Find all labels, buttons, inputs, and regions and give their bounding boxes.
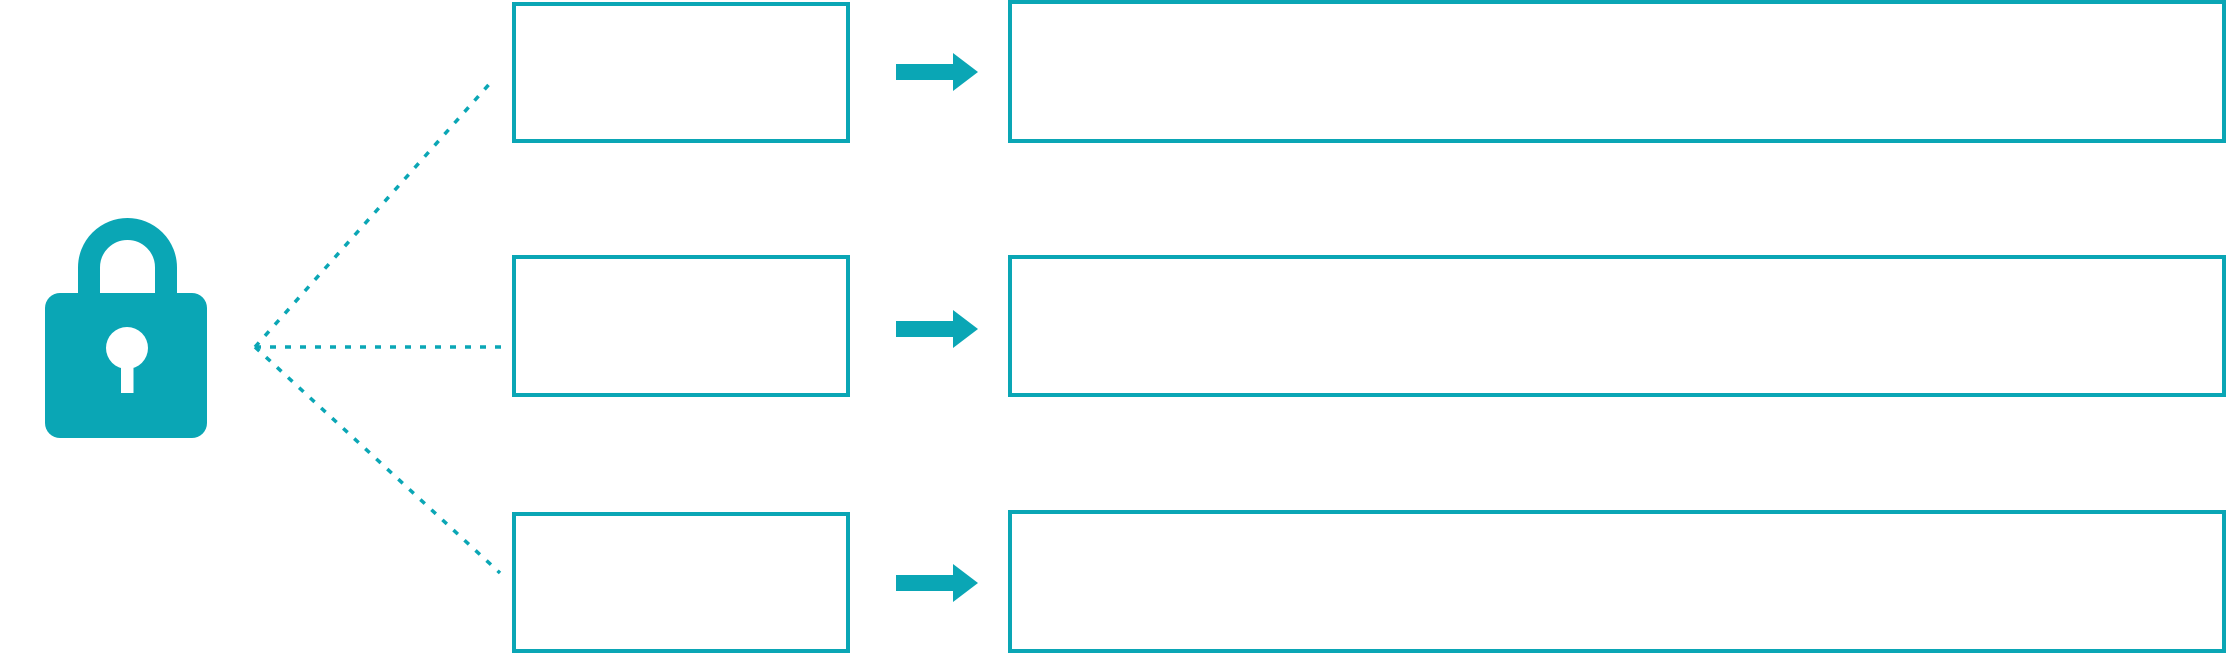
small-box-2: [512, 255, 850, 397]
connector-line-bottom: [253, 345, 502, 575]
right-arrow-icon-2: [896, 310, 978, 348]
small-box-1: [512, 2, 850, 143]
large-box-2: [1008, 255, 2226, 397]
connector-line-top: [253, 79, 494, 349]
large-box-3: [1008, 510, 2226, 653]
right-arrow-icon-1: [896, 53, 978, 91]
lock-icon: [45, 218, 207, 438]
small-box-3: [512, 512, 850, 653]
large-box-1: [1008, 0, 2226, 143]
right-arrow-icon-3: [896, 564, 978, 602]
